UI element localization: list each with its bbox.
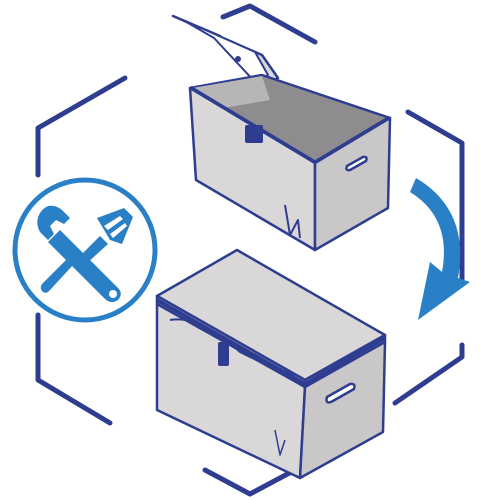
open-dent	[284, 204, 301, 239]
arrow-body	[410, 178, 470, 320]
hex-left-lower-segment	[35, 312, 113, 426]
open-handle	[345, 155, 368, 172]
closed-side-face	[298, 340, 387, 480]
badge-ring	[12, 177, 158, 323]
hex-top-segment	[220, 3, 318, 45]
freezer-closed	[155, 248, 387, 480]
open-latch	[245, 125, 263, 143]
lid-bent-edge	[169, 318, 296, 376]
hex-left-upper-segment	[35, 75, 128, 178]
hex-bottom-segment	[202, 467, 298, 497]
closed-handle	[325, 382, 356, 404]
closed-latch	[218, 342, 229, 366]
wrench-icon	[37, 205, 121, 303]
freezer-open	[171, 14, 392, 252]
hex-right-lower-segment	[392, 342, 465, 406]
lid-screw	[235, 56, 241, 62]
open-side-face	[313, 116, 392, 252]
hex-right-upper-segment	[405, 109, 465, 285]
screwdriver-icon	[40, 208, 133, 293]
closed-dent	[274, 429, 286, 456]
tools-badge	[12, 177, 158, 323]
refresh-arrow-icon	[410, 178, 470, 320]
hexagon-frame	[35, 3, 465, 497]
